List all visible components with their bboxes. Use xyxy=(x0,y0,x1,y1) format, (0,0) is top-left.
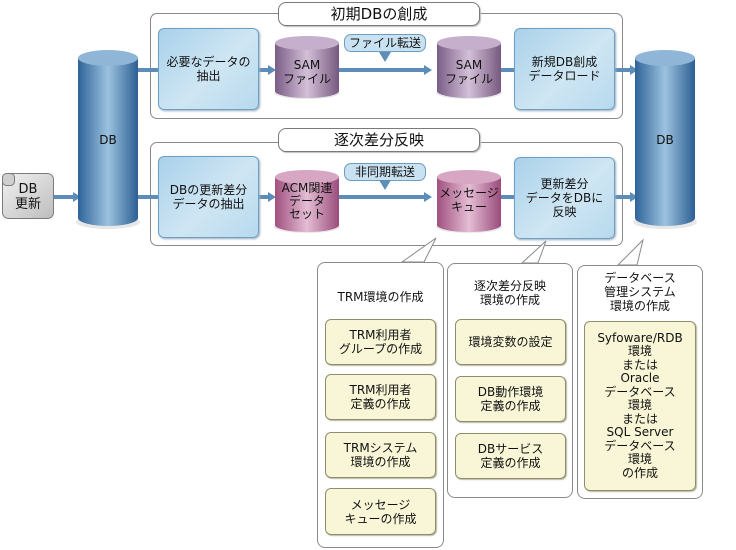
task-trm-user-definition: TRM利用者 定義の作成 xyxy=(325,374,436,420)
incremental-extract-process: DBの更新差分 データの抽出 xyxy=(158,156,259,238)
sam-file-1-cylinder: SAM ファイル xyxy=(274,36,340,100)
task-db-operating-environment: DB動作環境 定義の作成 xyxy=(455,376,566,422)
task-db-service-definition: DBサービス 定義の作成 xyxy=(455,433,566,479)
task-label: Syfoware/RDB 環境 または Oracle データベース 環境 または… xyxy=(597,330,683,480)
arrow-async-transfer xyxy=(338,195,426,199)
async-transfer-label: 非同期転送 xyxy=(344,163,426,181)
task-label: メッセージ キューの作成 xyxy=(344,497,417,526)
db-update-label: DB 更新 xyxy=(14,182,41,212)
callout-pointer-dbms xyxy=(616,238,644,266)
connector-db-to-extract xyxy=(136,68,158,72)
message-queue-cylinder: メッセージ キュー xyxy=(436,170,502,234)
database-icon xyxy=(76,50,140,229)
source-db-label: DB xyxy=(99,133,117,147)
callout-pointer-trm xyxy=(400,237,437,263)
sam-file-2-cylinder: SAM ファイル xyxy=(436,36,502,100)
incremental-group-title: 逐次差分反映 xyxy=(278,128,480,152)
task-label: TRMシステム 環境の作成 xyxy=(343,441,418,469)
dbms-environment-callout: データベース 管理システム 環境の作成 Syfoware/RDB 環境 または … xyxy=(577,265,703,499)
sam-file-1-label: SAM ファイル xyxy=(282,58,331,86)
file-cylinder-icon xyxy=(274,36,340,99)
incremental-environment-callout: 逐次差分反映 環境の作成 環境変数の設定 DB動作環境 定義の作成 DBサービス… xyxy=(447,263,573,498)
db-update-node: DB 更新 xyxy=(2,173,54,219)
task-label: 環境変数の設定 xyxy=(468,335,553,349)
trm-callout-title: TRM環境の作成 xyxy=(337,290,424,304)
incremental-apply-label: 更新差分 データをDBに 反映 xyxy=(525,177,604,219)
target-db-label: DB xyxy=(656,133,674,147)
dbms-callout-title: データベース 管理システム 環境の作成 xyxy=(604,271,676,313)
task-trm-user-group: TRM利用者 グループの作成 xyxy=(325,319,436,365)
acm-dataset-cylinder: ACM関連 データ セット xyxy=(274,170,340,234)
initial-load-process: 新規DB創成 データロード xyxy=(514,28,615,110)
file-cylinder-icon xyxy=(436,36,502,99)
initial-extract-process: 必要なデータの 抽出 xyxy=(158,28,259,110)
arrow-head xyxy=(424,65,432,75)
database-icon xyxy=(633,50,697,229)
arrow-head xyxy=(424,192,432,202)
initial-load-label: 新規DB創成 データロード xyxy=(528,55,601,83)
arrow-head xyxy=(630,65,638,75)
arrow-head xyxy=(73,192,81,202)
acm-dataset-label: ACM関連 データ セット xyxy=(281,181,333,221)
task-label: TRM利用者 定義の作成 xyxy=(349,383,412,411)
arrow-extract-to-sam xyxy=(258,68,270,72)
dataset-cylinder-icon xyxy=(274,170,340,233)
arrow-head xyxy=(268,65,276,75)
task-environment-variables: 環境変数の設定 xyxy=(455,319,566,365)
connector-db-to-incremental-extract xyxy=(136,195,158,199)
task-label: DBサービス 定義の作成 xyxy=(477,442,544,470)
callout-pointer-incremental xyxy=(520,240,547,264)
db-update-shape xyxy=(2,173,54,219)
target-db-cylinder: DB xyxy=(633,50,697,230)
sam-file-2-label: SAM ファイル xyxy=(444,58,493,86)
connector-sam-to-load xyxy=(500,68,514,72)
arrow-update-to-db xyxy=(54,195,76,199)
initial-extract-label: 必要なデータの 抽出 xyxy=(166,55,251,83)
source-db-cylinder: DB xyxy=(76,50,140,230)
arrow-load-to-db xyxy=(614,68,632,72)
arrow-apply-to-db xyxy=(614,195,632,199)
task-label: DB動作環境 定義の作成 xyxy=(477,385,544,413)
arrow-extract-to-acm xyxy=(258,195,270,199)
task-message-queue: メッセージ キューの作成 xyxy=(325,488,436,535)
incremental-extract-label: DBの更新差分 データの抽出 xyxy=(169,183,248,211)
connector-mq-to-apply xyxy=(500,195,514,199)
arrow-head xyxy=(268,192,276,202)
file-transfer-label: ファイル転送 xyxy=(344,34,426,52)
incremental-callout-title: 逐次差分反映 環境の作成 xyxy=(473,279,546,307)
arrow-file-transfer xyxy=(338,68,426,72)
message-queue-label: メッセージ キュー xyxy=(439,186,499,214)
task-database-environment: Syfoware/RDB 環境 または Oracle データベース 環境 または… xyxy=(584,321,696,491)
async-transfer-pointer xyxy=(379,180,391,190)
initial-db-group-title: 初期DBの創成 xyxy=(278,2,480,26)
trm-environment-callout: TRM環境の作成 TRM利用者 グループの作成 TRM利用者 定義の作成 TRM… xyxy=(317,262,444,548)
queue-cylinder-icon xyxy=(436,170,502,233)
incremental-apply-process: 更新差分 データをDBに 反映 xyxy=(514,157,615,239)
file-transfer-pointer xyxy=(379,52,391,62)
task-label: TRM利用者 グループの作成 xyxy=(338,328,423,356)
arrow-head xyxy=(630,192,638,202)
task-trm-system-environment: TRMシステム 環境の作成 xyxy=(325,432,436,478)
